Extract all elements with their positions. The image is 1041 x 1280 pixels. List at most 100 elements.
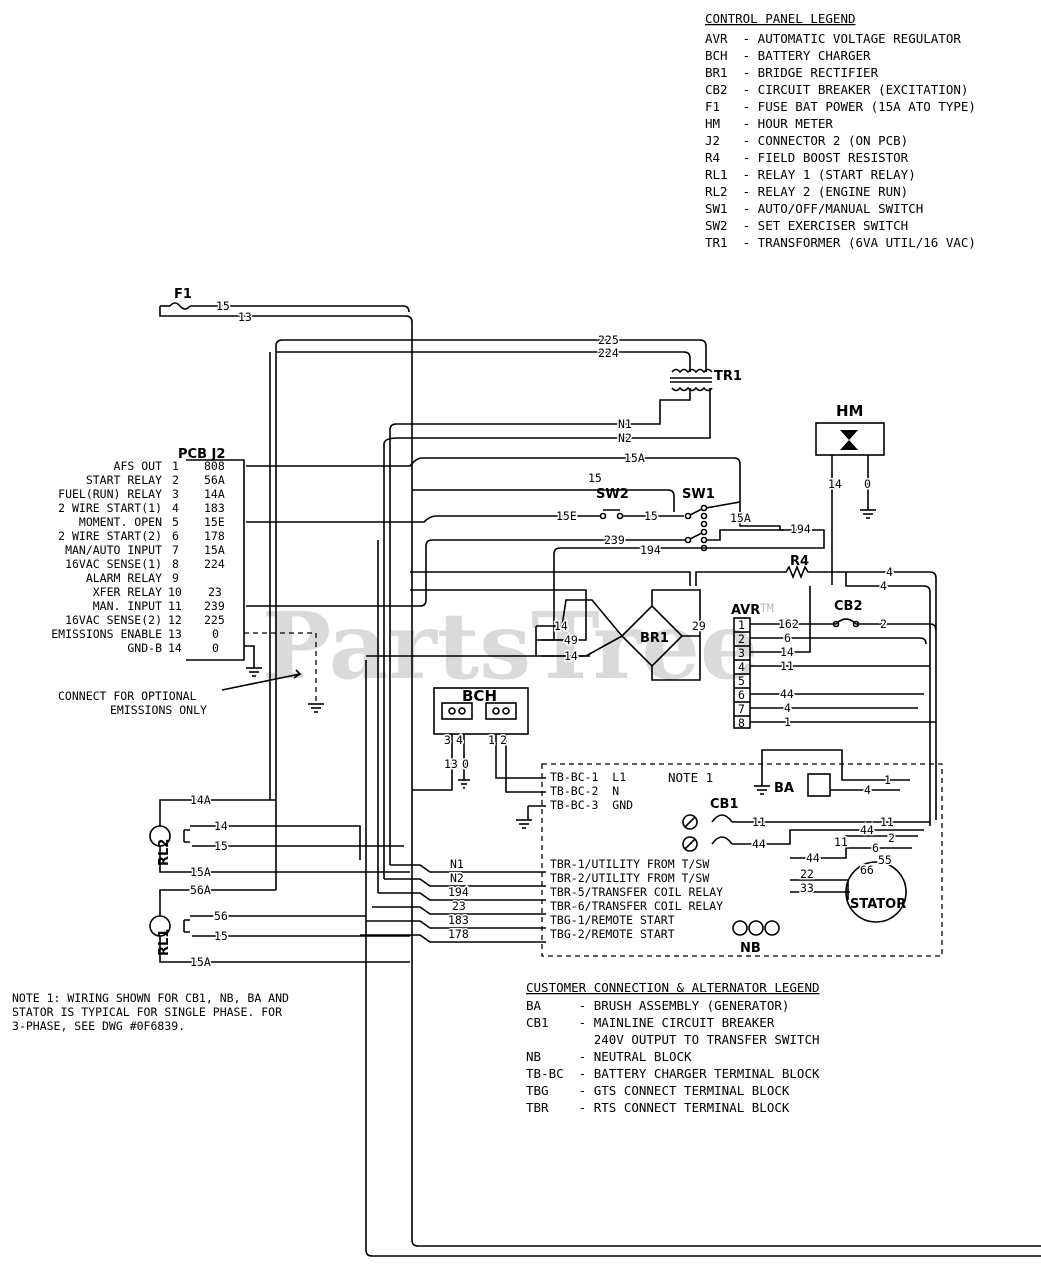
wire-label: 3	[444, 733, 451, 747]
pin-label: MAN. INPUT	[93, 599, 162, 613]
pin-label: GND-B	[127, 641, 162, 655]
wire-label: 66	[860, 863, 874, 877]
wire-label: 11	[834, 835, 848, 849]
wire-label: 4	[864, 783, 871, 797]
brush-assembly-ba	[807, 773, 831, 797]
wire-label: 15	[214, 929, 228, 943]
wire-label: 15	[588, 471, 602, 485]
terminal-wire: 183	[448, 913, 469, 927]
wire-224	[276, 351, 691, 372]
pin-number: 13	[168, 627, 182, 641]
legend-item-sw2: SW2 - SET EXERCISER SWITCH	[705, 218, 908, 233]
pin-wire: 15A	[204, 543, 225, 557]
label-cb1: CB1	[710, 797, 739, 812]
pin-number: 14	[168, 641, 182, 655]
legend-item-tr1: TR1 - TRANSFORMER (6VA UTIL/16 VAC)	[705, 235, 976, 250]
wire-label: 2	[888, 831, 895, 845]
wire-label: 14	[554, 619, 568, 633]
label-note1: NOTE 1	[668, 770, 713, 785]
wire-label: 15	[216, 299, 230, 313]
avr-pin: 5	[738, 674, 745, 688]
customer-legend-item: TB-BC - BATTERY CHARGER TERMINAL BLOCK	[526, 1066, 820, 1081]
pin-wire: 178	[204, 529, 225, 543]
pcb-title: PCB J2	[178, 447, 225, 462]
avr-wire: 6	[784, 631, 791, 645]
label-sw2: SW2	[596, 487, 629, 502]
avr-wire: 4	[784, 701, 791, 715]
wire-239	[246, 539, 686, 607]
label-avr: AVR	[731, 603, 760, 618]
terminal-label: TBR-1/UTILITY FROM T/SW	[550, 857, 709, 871]
customer-legend-item: BA - BRUSH ASSEMBLY (GENERATOR)	[526, 998, 789, 1013]
emissions-note: CONNECT FOR OPTIONAL EMISSIONS ONLY	[58, 689, 207, 717]
label-rl2: RL2	[157, 839, 172, 866]
emissions-note-line: CONNECT FOR OPTIONAL	[58, 689, 197, 703]
wire-label: 1	[884, 773, 891, 787]
note1-text: NOTE 1: WIRING SHOWN FOR CB1, NB, BA AND…	[12, 991, 289, 1033]
pin-label: MOMENT. OPEN	[79, 515, 162, 529]
label-rl1: RL1	[157, 929, 172, 956]
pin-label: 2 WIRE START(2)	[58, 529, 162, 543]
wire-label: 0	[462, 757, 469, 771]
legend-item-r4: R4 - FIELD BOOST RESISTOR	[705, 150, 909, 165]
legend-item-j2: J2 - CONNECTOR 2 (ON PCB)	[705, 133, 908, 148]
pcb-j2-outline	[186, 459, 245, 661]
customer-legend: CUSTOMER CONNECTION & ALTERNATOR LEGEND …	[526, 980, 820, 1115]
wire-label: 11	[880, 815, 894, 829]
wire-label: 4	[886, 565, 893, 579]
wire-label: 239	[604, 533, 625, 547]
legend-item-cb2: CB2 - CIRCUIT BREAKER (EXCITATION)	[705, 82, 968, 97]
wire-225	[282, 339, 707, 372]
legend-item-avr: AVR - AUTOMATIC VOLTAGE REGULATOR	[705, 31, 961, 46]
terminal-label: TB-BC-2 N	[550, 784, 619, 798]
pin-number: 10	[168, 585, 182, 599]
pin-label: START RELAY	[86, 473, 162, 487]
wire-15a-top	[246, 457, 741, 502]
avr-pin: 4	[738, 660, 745, 674]
label-stator: STATOR	[850, 897, 906, 912]
pin-number: 5	[172, 515, 179, 529]
customer-legend-item: NB - NEUTRAL BLOCK	[526, 1049, 692, 1064]
ground-symbol	[860, 509, 876, 519]
wire-label: 1	[488, 733, 495, 747]
wire-label: 14	[828, 477, 842, 491]
avr-wire-labels: 162 6 14 11 44 4 1	[777, 616, 801, 731]
wire-label: 6	[872, 841, 879, 855]
wire-label: 14	[564, 649, 578, 663]
avr-wire: 14	[780, 645, 794, 659]
wire-label: 56A	[190, 883, 211, 897]
hour-meter-hm	[815, 422, 885, 456]
pin-label: MAN/AUTO INPUT	[65, 543, 162, 557]
pin-number: 9	[172, 571, 179, 585]
wire-label: 11	[752, 815, 766, 829]
resistor-r4	[695, 564, 937, 820]
legend-item-rl2: RL2 - RELAY 2 (ENGINE RUN)	[705, 184, 908, 199]
terminal-wire: 194	[448, 885, 469, 899]
customer-legend-title: CUSTOMER CONNECTION & ALTERNATOR LEGEND	[526, 980, 820, 995]
wire-label: 15A	[190, 865, 211, 879]
terminal-label: TB-BC-1 L1	[550, 770, 626, 784]
wire-15	[190, 305, 410, 313]
customer-legend-item: TBG - GTS CONNECT TERMINAL BLOCK	[526, 1083, 790, 1098]
label-br1: BR1	[640, 631, 669, 646]
pin-number: 8	[172, 557, 179, 571]
note-line: 3-PHASE, SEE DWG #0F6839.	[12, 1019, 185, 1033]
wire-label: 56	[214, 909, 228, 923]
legend-item-rl1: RL1 - RELAY 1 (START RELAY)	[705, 167, 916, 182]
customer-legend-item: TBR - RTS CONNECT TERMINAL BLOCK	[526, 1100, 790, 1115]
watermark-logo: PartsTree	[262, 592, 758, 700]
avr-pin-numbers: 1 2 3 4 5 6 7 8	[738, 618, 745, 730]
wire-15-mid	[412, 489, 675, 512]
wire-label: 55	[878, 853, 892, 867]
cb1-terminal-b	[682, 836, 698, 852]
avr-pin: 1	[738, 618, 745, 632]
legend-item-f1: F1 - FUSE BAT POWER (15A ATO TYPE)	[705, 99, 976, 114]
terminal-wire: N2	[450, 871, 464, 885]
transformer-tr1-secondary	[671, 386, 713, 392]
pin-wire: 15E	[204, 515, 225, 529]
terminal-left-labels: N1 N2 194 23 183 178	[447, 856, 471, 943]
label-cb2: CB2	[834, 599, 863, 614]
wire-bottom-return	[365, 660, 1041, 1257]
pin-label: AFS OUT	[114, 459, 163, 473]
pcb-pin-labels: AFS OUT START RELAY FUEL(RUN) RELAY 2 WI…	[51, 459, 162, 655]
